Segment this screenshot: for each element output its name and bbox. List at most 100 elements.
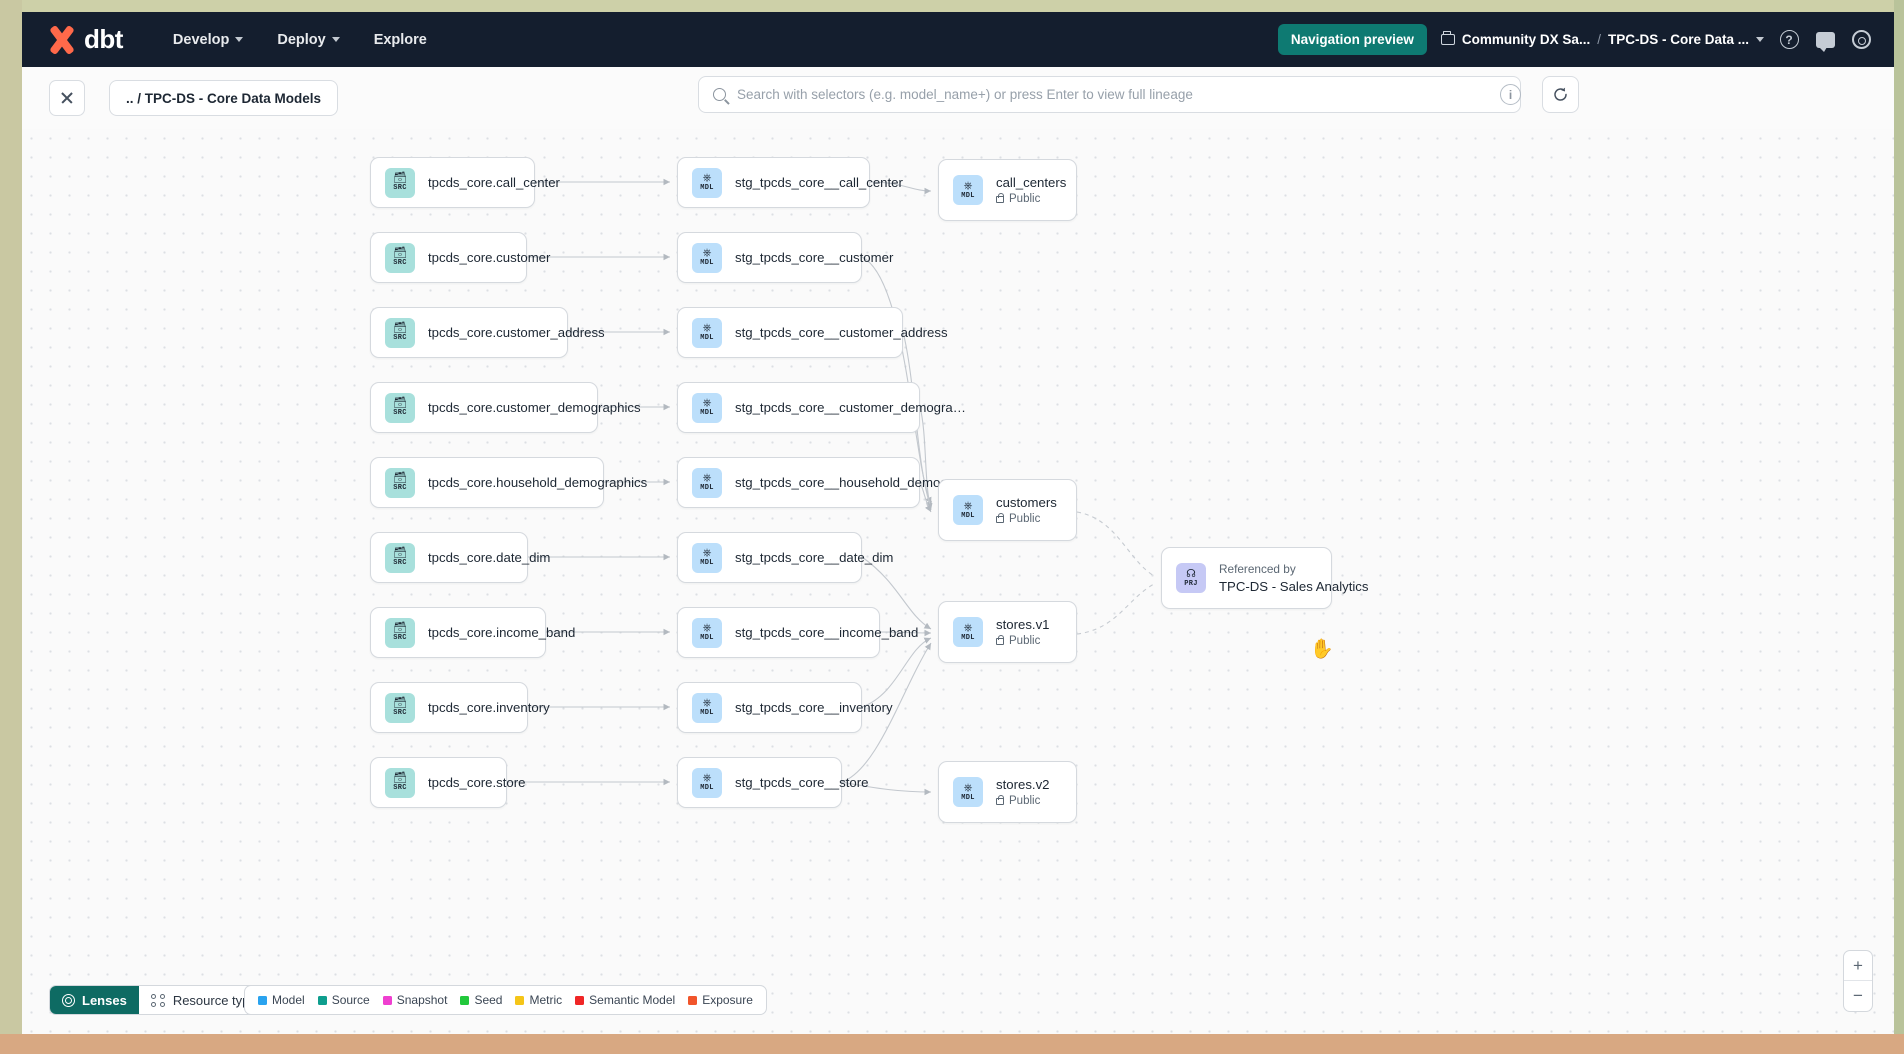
top-navigation-bar: dbt Develop Deploy Explore Navigation pr… xyxy=(22,12,1894,67)
node-title: stg_tpcds_core__store xyxy=(735,775,869,790)
nav-item-deploy[interactable]: Deploy xyxy=(275,26,341,54)
nav-item-develop[interactable]: Develop xyxy=(171,26,245,54)
legend-item-seed: Seed xyxy=(460,993,502,1007)
node-text: stores.v1 Public xyxy=(996,617,1062,647)
node-title: tpcds_core.store xyxy=(428,775,526,790)
node-text: Referenced by TPC-DS - Sales Analytics xyxy=(1219,562,1381,594)
lineage-node-source[interactable]: 🗃 SRC tpcds_core.store xyxy=(370,757,526,808)
dbt-logo[interactable]: dbt xyxy=(47,24,123,55)
help-button[interactable]: ? xyxy=(1778,29,1800,51)
model-badge-label: MDL xyxy=(700,559,714,567)
lineage-node-model[interactable]: ⎈ MDL stg_tpcds_core__income_band xyxy=(677,607,918,658)
lineage-node-model[interactable]: ⎈ MDL stg_tpcds_core__household_demogr… xyxy=(677,457,965,508)
legend-swatch xyxy=(382,995,392,1005)
node-title: stg_tpcds_core__customer_demogra… xyxy=(735,400,966,415)
lineage-node-model[interactable]: ⎈ MDL stg_tpcds_core__customer_address xyxy=(677,307,948,358)
settings-button[interactable] xyxy=(1850,29,1872,51)
chat-icon xyxy=(1815,31,1835,52)
lineage-node-model[interactable]: ⎈ MDL stg_tpcds_core__inventory xyxy=(677,682,893,733)
breadcrumb-button[interactable]: .. / TPC-DS - Core Data Models xyxy=(109,80,339,116)
lineage-canvas[interactable]: 🗃 SRC tpcds_core.call_center 🗃 SRC tpcds… xyxy=(22,129,1894,1034)
lineage-node-model-public[interactable]: ⎈ MDL stores.v1 Public xyxy=(938,601,1077,663)
zoom-in-button[interactable]: + xyxy=(1844,951,1872,981)
node-text: stg_tpcds_core__date_dim xyxy=(735,550,905,565)
database-icon: 🗃 xyxy=(393,697,407,709)
search-info-icon[interactable]: i xyxy=(1500,84,1521,105)
source-badge-icon: 🗃 SRC xyxy=(385,542,415,573)
lineage-node-source[interactable]: 🗃 SRC tpcds_core.customer xyxy=(370,232,550,283)
node-text: tpcds_core.household_demographics xyxy=(428,475,659,490)
node-text: stg_tpcds_core__store xyxy=(735,775,880,790)
feedback-button[interactable] xyxy=(1814,29,1836,52)
model-badge-label: MDL xyxy=(700,634,714,642)
source-badge-icon: 🗃 SRC xyxy=(385,692,415,723)
lineage-node-project-reference[interactable]: ☊ PRJ Referenced by TPC-DS - Sales Analy… xyxy=(1161,547,1369,609)
refresh-icon xyxy=(1554,87,1567,101)
model-badge-icon: ⎈ MDL xyxy=(692,467,722,498)
legend-item-metric: Metric xyxy=(515,993,562,1007)
node-title: tpcds_core.customer_address xyxy=(428,325,605,340)
lineage-node-source[interactable]: 🗃 SRC tpcds_core.customer_address xyxy=(370,307,605,358)
source-badge-label: SRC xyxy=(393,484,407,492)
source-badge-label: SRC xyxy=(393,559,407,567)
source-badge-label: SRC xyxy=(393,709,407,717)
cube-icon: ⎈ xyxy=(702,772,712,784)
lineage-node-model-public[interactable]: ⎈ MDL customers Public xyxy=(938,479,1077,541)
model-badge-icon: ⎈ MDL xyxy=(692,392,722,423)
resource-type-label: Resource type xyxy=(172,992,257,1008)
project-name-label[interactable]: TPC-DS - Core Data ... xyxy=(1607,32,1749,47)
lineage-node-model-public[interactable]: ⎈ MDL stores.v2 Public xyxy=(938,761,1077,823)
lineage-node-model[interactable]: ⎈ MDL stg_tpcds_core__store xyxy=(677,757,868,808)
lineage-node-source[interactable]: 🗃 SRC tpcds_core.income_band xyxy=(370,607,575,658)
lineage-node-source[interactable]: 🗃 SRC tpcds_core.customer_demographics xyxy=(370,382,641,433)
question-circle-icon: ? xyxy=(1779,30,1799,49)
lineage-node-model[interactable]: ⎈ MDL stg_tpcds_core__customer xyxy=(677,232,893,283)
lineage-node-source[interactable]: 🗃 SRC tpcds_core.call_center xyxy=(370,157,560,208)
database-icon: 🗃 xyxy=(393,247,407,259)
model-badge-label: MDL xyxy=(961,511,975,520)
node-access-label: Public xyxy=(1009,193,1041,205)
zoom-out-button[interactable]: − xyxy=(1853,986,1863,1005)
node-title: stg_tpcds_core__customer xyxy=(735,250,894,265)
lenses-label: Lenses xyxy=(82,992,127,1008)
legend-item-exposure: Exposure xyxy=(688,993,753,1007)
navigation-preview-button[interactable]: Navigation preview xyxy=(1277,24,1427,55)
account-name-label[interactable]: Community DX Sa... xyxy=(1461,32,1591,47)
source-badge-label: SRC xyxy=(393,634,407,642)
legend-item-semantic-model: Semantic Model xyxy=(575,993,675,1007)
desktop-background-bottom xyxy=(0,1034,1904,1054)
source-badge-icon: 🗃 SRC xyxy=(385,767,415,798)
nav-item-explore[interactable]: Explore xyxy=(372,26,429,54)
lineage-node-source[interactable]: 🗃 SRC tpcds_core.inventory xyxy=(370,682,550,733)
source-badge-icon: 🗃 SRC xyxy=(385,617,415,648)
model-badge-label: MDL xyxy=(700,334,714,342)
node-title: tpcds_core.customer_demographics xyxy=(428,400,641,415)
node-text: stg_tpcds_core__income_band xyxy=(735,625,930,640)
close-icon xyxy=(60,91,74,105)
lineage-node-model[interactable]: ⎈ MDL stg_tpcds_core__customer_demogra… xyxy=(677,382,966,433)
cube-icon: ⎈ xyxy=(702,172,712,184)
lineage-search-box[interactable]: Search with selectors (e.g. model_name+)… xyxy=(698,76,1521,113)
source-badge-icon: 🗃 SRC xyxy=(385,392,415,423)
cube-icon: ⎈ xyxy=(963,179,973,192)
chevron-down-icon[interactable] xyxy=(1756,37,1764,42)
model-badge-icon: ⎈ MDL xyxy=(953,495,983,525)
refresh-button[interactable] xyxy=(1542,76,1579,113)
lineage-node-model[interactable]: ⎈ MDL stg_tpcds_core__date_dim xyxy=(677,532,893,583)
lineage-node-source[interactable]: 🗃 SRC tpcds_core.date_dim xyxy=(370,532,550,583)
node-text: stores.v2 Public xyxy=(996,777,1062,807)
cube-icon: ⎈ xyxy=(702,397,712,409)
lineage-node-source[interactable]: 🗃 SRC tpcds_core.household_demographics xyxy=(370,457,647,508)
cube-icon: ⎈ xyxy=(702,472,712,484)
nav-item-develop-label: Develop xyxy=(172,31,230,48)
source-badge-icon: 🗃 SRC xyxy=(385,317,415,348)
node-title: stg_tpcds_core__call_center xyxy=(735,175,903,190)
lenses-button[interactable]: Lenses xyxy=(50,986,139,1014)
node-title: tpcds_core.inventory xyxy=(428,700,550,715)
lineage-node-model[interactable]: ⎈ MDL stg_tpcds_core__call_center xyxy=(677,157,903,208)
node-access-badge: Public xyxy=(996,192,1066,205)
model-badge-label: MDL xyxy=(961,793,975,802)
lineage-node-model-public[interactable]: ⎈ MDL call_centers Public xyxy=(938,159,1077,221)
close-lineage-button[interactable] xyxy=(49,80,85,116)
dbt-logo-icon xyxy=(47,26,77,54)
